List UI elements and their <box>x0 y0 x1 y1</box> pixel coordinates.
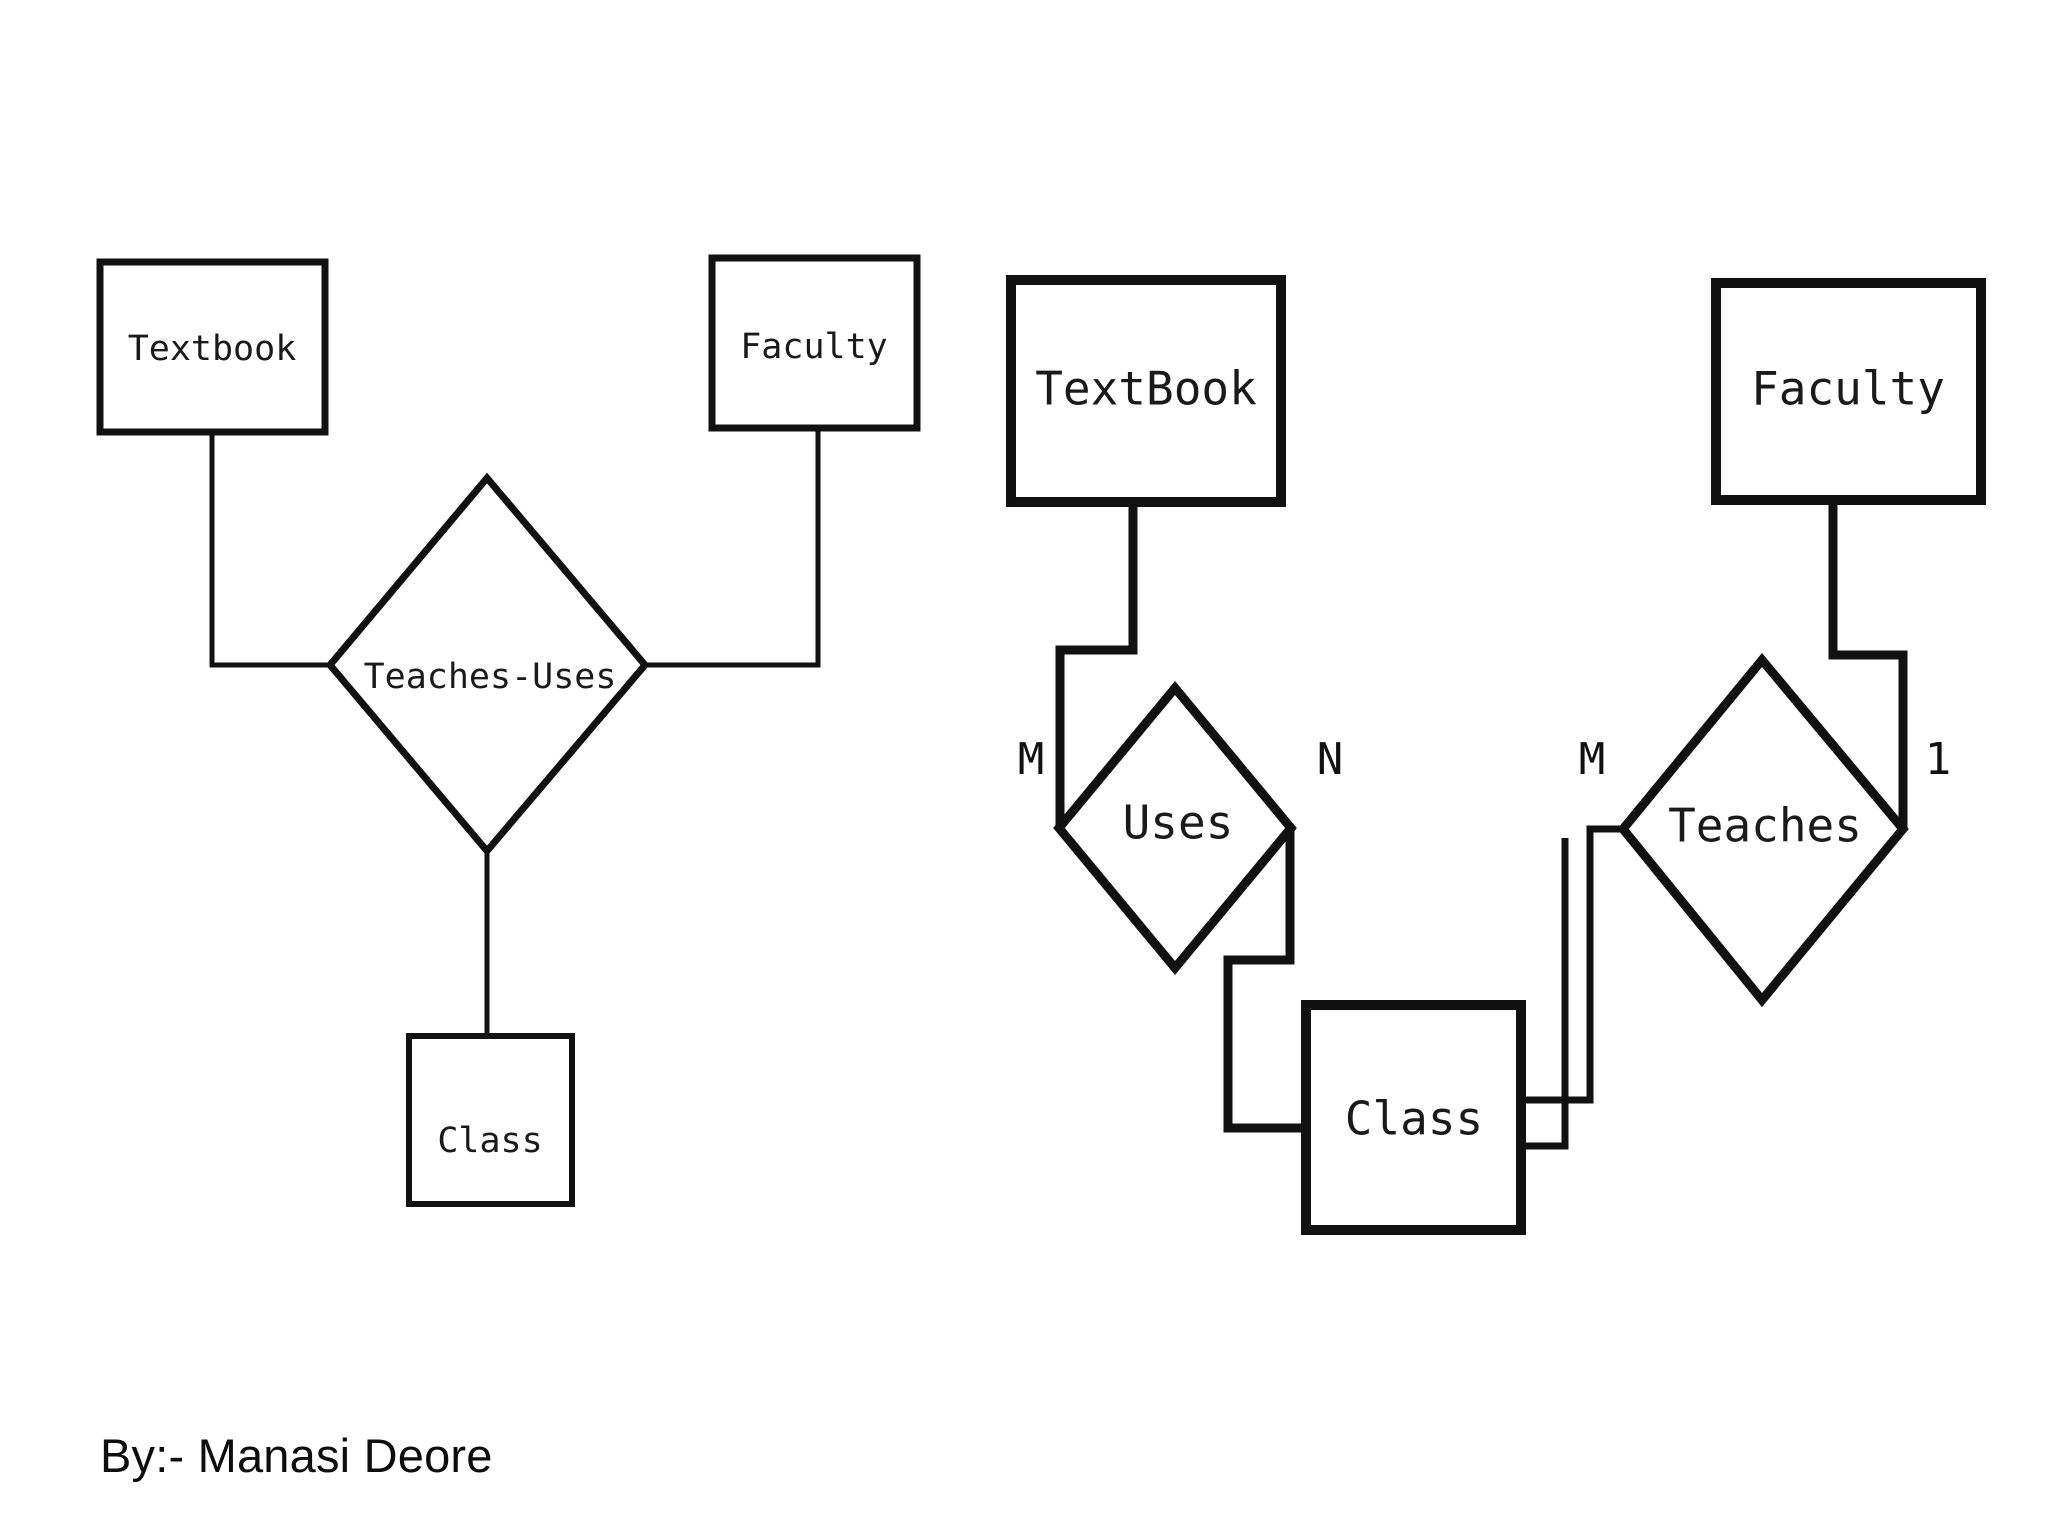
entity-textbook-right[interactable] <box>1006 275 1286 507</box>
cardinality-uses-left: M <box>1018 734 1045 785</box>
author-credit: By:- Manasi Deore <box>100 1429 493 1482</box>
connector-class-to-teaches-inner <box>1520 838 1569 1150</box>
right-diagram-group: TextBook Faculty Class Uses Teaches M N … <box>1006 275 1986 1235</box>
entity-faculty-right[interactable] <box>1711 278 1986 505</box>
entity-textbook-left[interactable] <box>96 258 329 436</box>
entity-faculty-left-label: Faculty <box>740 327 888 367</box>
left-diagram-group: Textbook Faculty Class Teaches-Uses <box>96 254 921 1207</box>
relationship-teaches-uses[interactable] <box>325 472 650 857</box>
connector-textbook-to-uses <box>1055 500 1138 828</box>
entity-class-left[interactable] <box>406 1033 575 1207</box>
relationship-teaches[interactable] <box>1617 652 1909 1008</box>
connector-faculty-to-teachesuses <box>643 428 821 668</box>
entity-class-right[interactable] <box>1301 1000 1526 1235</box>
relationship-teaches-uses-label: Teaches-Uses <box>364 657 617 697</box>
relationship-teaches-label: Teaches <box>1668 799 1862 853</box>
entity-textbook-left-label: Textbook <box>128 329 297 369</box>
connector-faculty-to-teaches <box>1828 500 1908 830</box>
entity-faculty-left[interactable] <box>708 254 921 432</box>
entity-faculty-right-label: Faculty <box>1751 362 1945 416</box>
entity-textbook-right-label: TextBook <box>1035 362 1257 416</box>
connector-class-to-teaches-outer <box>1520 825 1625 1104</box>
relationship-uses-label: Uses <box>1123 796 1234 850</box>
connector-textbook-to-teachesuses <box>209 432 330 668</box>
entity-class-right-label: Class <box>1345 1092 1483 1146</box>
cardinality-teaches-left: M <box>1579 734 1606 785</box>
entity-class-left-label: Class <box>437 1121 542 1161</box>
cardinality-teaches-right: 1 <box>1925 734 1952 785</box>
relationship-uses[interactable] <box>1053 680 1297 976</box>
cardinality-uses-right: N <box>1317 734 1344 785</box>
connector-uses-to-class <box>1223 828 1305 1133</box>
